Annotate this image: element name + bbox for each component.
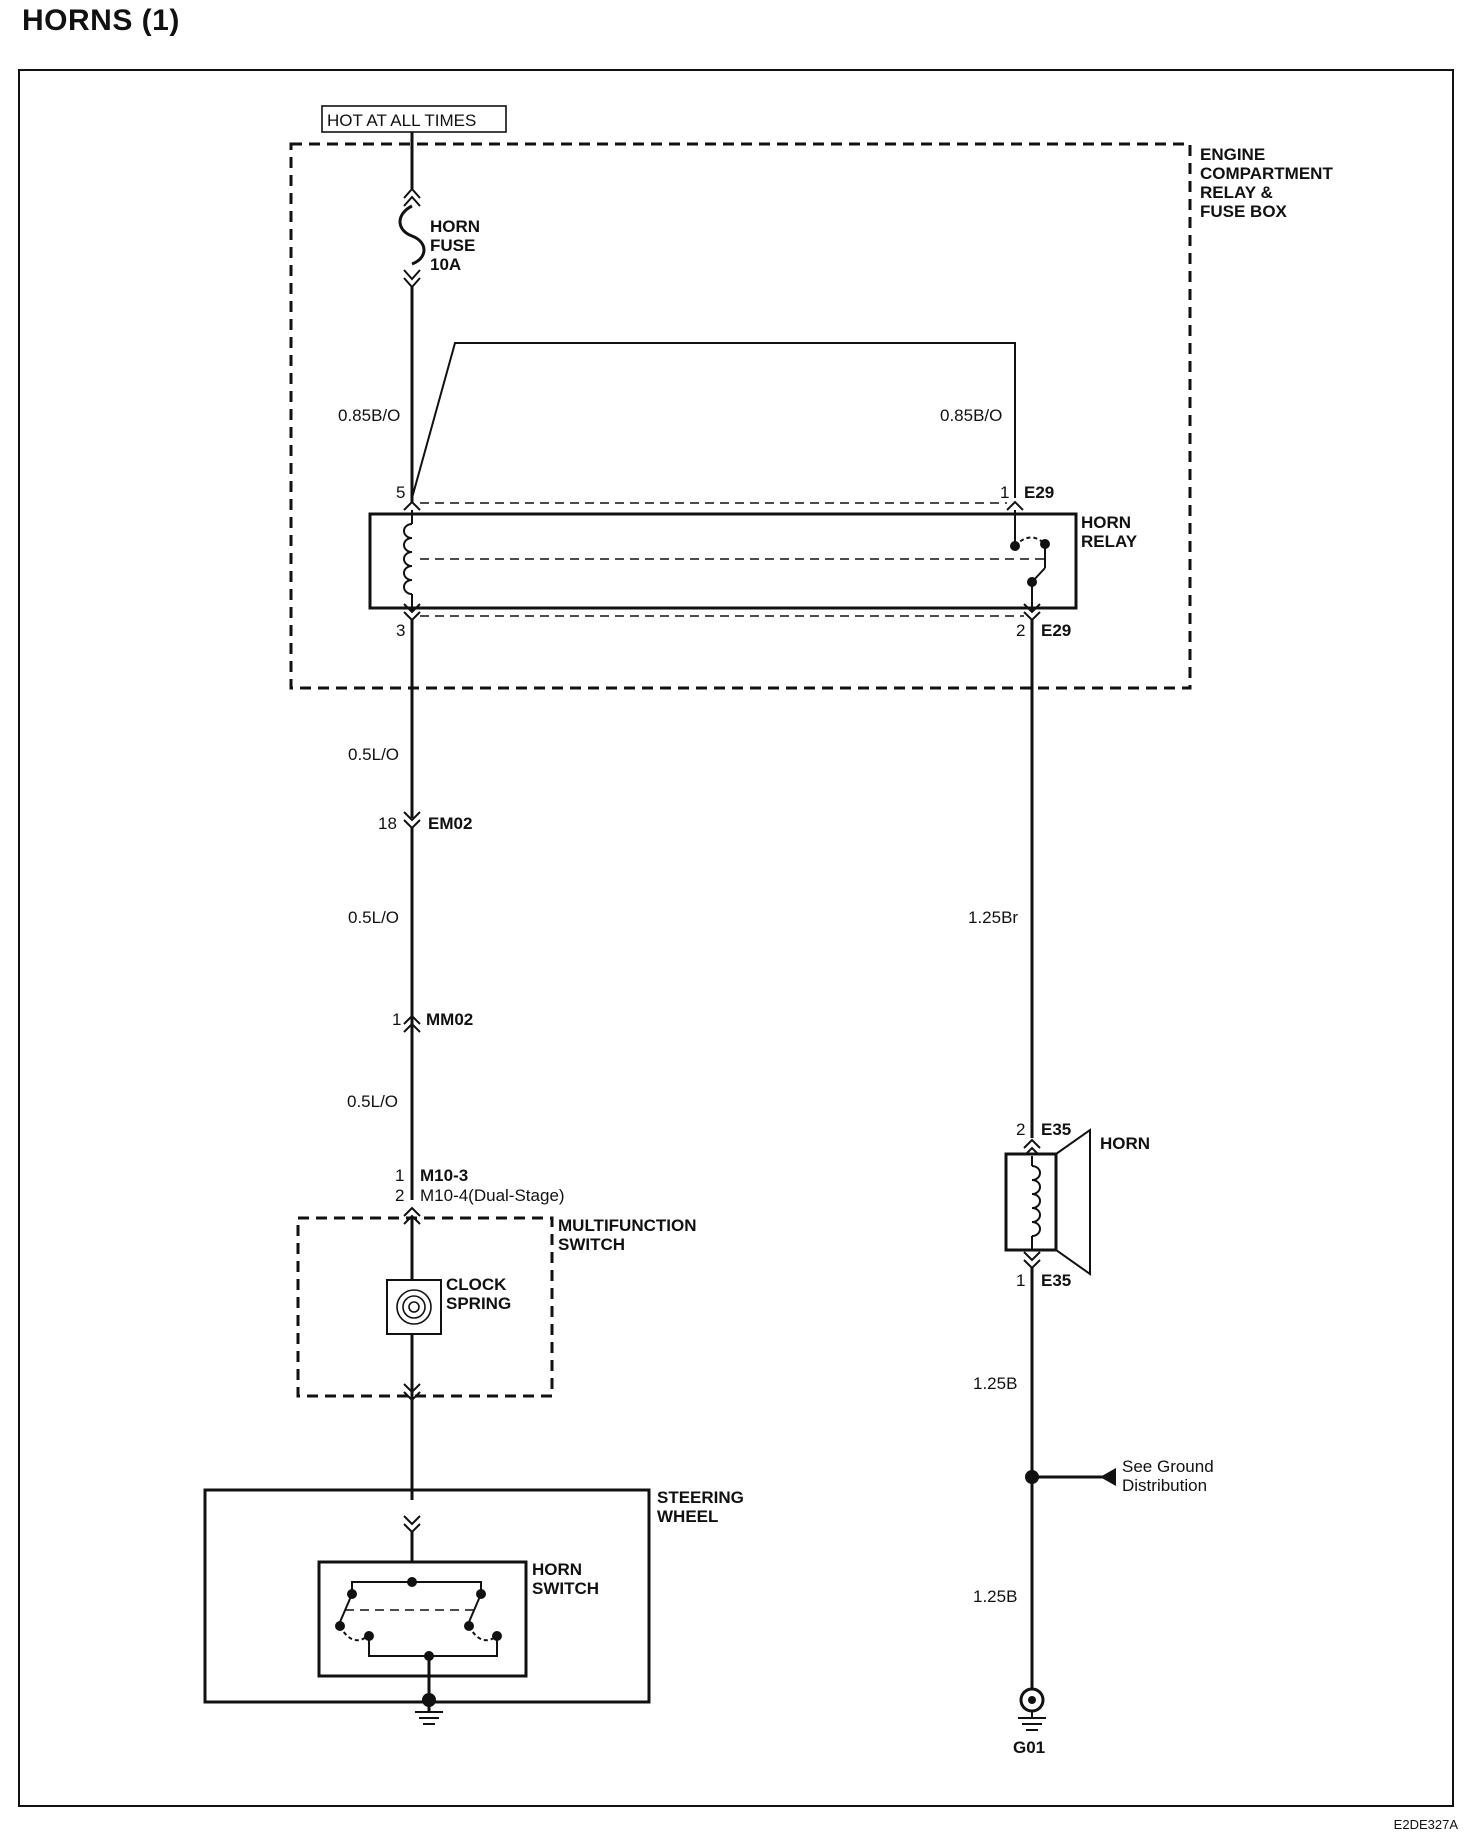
- wire-label-1.25b-1: 1.25B: [973, 1374, 1017, 1393]
- svg-text:SWITCH: SWITCH: [532, 1579, 599, 1598]
- horn-fuse-label: HORN FUSE 10A: [430, 217, 480, 274]
- clock-spring-label: CLOCK SPRING: [446, 1275, 511, 1313]
- steering-wheel-ground-icon: [415, 1656, 443, 1725]
- svg-text:COMPARTMENT: COMPARTMENT: [1200, 164, 1333, 183]
- m10-pin1: 1: [395, 1166, 404, 1185]
- document-code: E2DE327A: [1393, 1817, 1458, 1832]
- wire-label-0.5lo-1: 0.5L/O: [348, 745, 399, 764]
- svg-text:RELAY &: RELAY &: [1200, 183, 1273, 202]
- ground-label-g01: G01: [1013, 1738, 1045, 1757]
- relay-coil-symbol: [403, 510, 413, 612]
- horn-switch-box: [317, 1560, 528, 1678]
- relay-pin-5: 5: [396, 483, 405, 502]
- relay-pin-3: 3: [396, 621, 405, 640]
- wire-label-0.5lo-2: 0.5L/O: [348, 908, 399, 927]
- ground-distribution-arrow-icon: [1100, 1468, 1116, 1486]
- m10-conn2: M10-4(Dual-Stage): [420, 1186, 565, 1205]
- relay-conn-e29-top: E29: [1024, 483, 1054, 502]
- g01-ground-icon: [1018, 1687, 1046, 1731]
- ground-note: See Ground Distribution: [1122, 1457, 1214, 1495]
- multifunction-switch-boundary: [296, 1216, 554, 1398]
- svg-text:RELAY: RELAY: [1081, 532, 1138, 551]
- svg-text:MULTIFUNCTION: MULTIFUNCTION: [558, 1216, 697, 1235]
- svg-text:FUSE BOX: FUSE BOX: [1200, 202, 1288, 221]
- relay-pin-1: 1: [1000, 483, 1009, 502]
- svg-text:WHEEL: WHEEL: [657, 1507, 718, 1526]
- mm02-conn: MM02: [426, 1010, 473, 1029]
- steering-wheel-label: STEERING WHEEL: [657, 1488, 744, 1526]
- wire-label-1.25b-2: 1.25B: [973, 1587, 1017, 1606]
- power-source-box: [321, 105, 507, 133]
- clock-spring-symbol: [386, 1279, 442, 1335]
- svg-text:HORN: HORN: [532, 1560, 582, 1579]
- em02-conn: EM02: [428, 814, 472, 833]
- svg-text:STEERING: STEERING: [657, 1488, 744, 1507]
- wire-label-0.85bo-right: 0.85B/O: [940, 406, 1002, 425]
- horn-pin-2: 2: [1016, 1120, 1025, 1139]
- svg-text:See Ground: See Ground: [1122, 1457, 1214, 1476]
- horn-relay-box: [368, 512, 1078, 610]
- power-source-label: HOT AT ALL TIMES: [327, 111, 476, 130]
- svg-text:CLOCK: CLOCK: [446, 1275, 507, 1294]
- horn-switch-contacts: [335, 1577, 502, 1661]
- horn-label: HORN: [1100, 1134, 1150, 1153]
- svg-text:Distribution: Distribution: [1122, 1476, 1207, 1495]
- svg-text:10A: 10A: [430, 255, 461, 274]
- svg-text:ENGINE: ENGINE: [1200, 145, 1265, 164]
- page-title: HORNS (1): [22, 4, 180, 37]
- m10-conn1: M10-3: [420, 1166, 468, 1185]
- horn-conn-e35-bottom: E35: [1041, 1271, 1071, 1290]
- multifunction-switch-label: MULTIFUNCTION SWITCH: [558, 1216, 697, 1254]
- svg-text:HORN: HORN: [430, 217, 480, 236]
- mm02-pin: 1: [392, 1010, 401, 1029]
- diagram-frame: [18, 69, 1454, 1807]
- svg-text:HORN: HORN: [1081, 513, 1131, 532]
- relay-contact-symbol: [1010, 510, 1050, 612]
- fuse-box-label: ENGINE COMPARTMENT RELAY & FUSE BOX: [1200, 145, 1333, 221]
- svg-text:SWITCH: SWITCH: [558, 1235, 625, 1254]
- horn-switch-label: HORN SWITCH: [532, 1560, 599, 1598]
- wire-label-1.25br: 1.25Br: [968, 908, 1018, 927]
- relay-pin-2: 2: [1016, 621, 1025, 640]
- relay-conn-e29-bottom: E29: [1041, 621, 1071, 640]
- wire-label-0.85bo-left: 0.85B/O: [338, 406, 400, 425]
- horn-relay-label: HORN RELAY: [1081, 513, 1138, 551]
- wire-label-0.5lo-3: 0.5L/O: [347, 1092, 398, 1111]
- m10-pin2: 2: [395, 1186, 404, 1205]
- horn-symbol: [1004, 1128, 1091, 1276]
- horn-pin-1: 1: [1016, 1271, 1025, 1290]
- fuse-box-boundary: [289, 142, 1192, 690]
- svg-text:SPRING: SPRING: [446, 1294, 511, 1313]
- horn-conn-e35-top: E35: [1041, 1120, 1071, 1139]
- horn-fuse-symbol: [398, 187, 426, 289]
- svg-text:FUSE: FUSE: [430, 236, 475, 255]
- em02-pin: 18: [378, 814, 397, 833]
